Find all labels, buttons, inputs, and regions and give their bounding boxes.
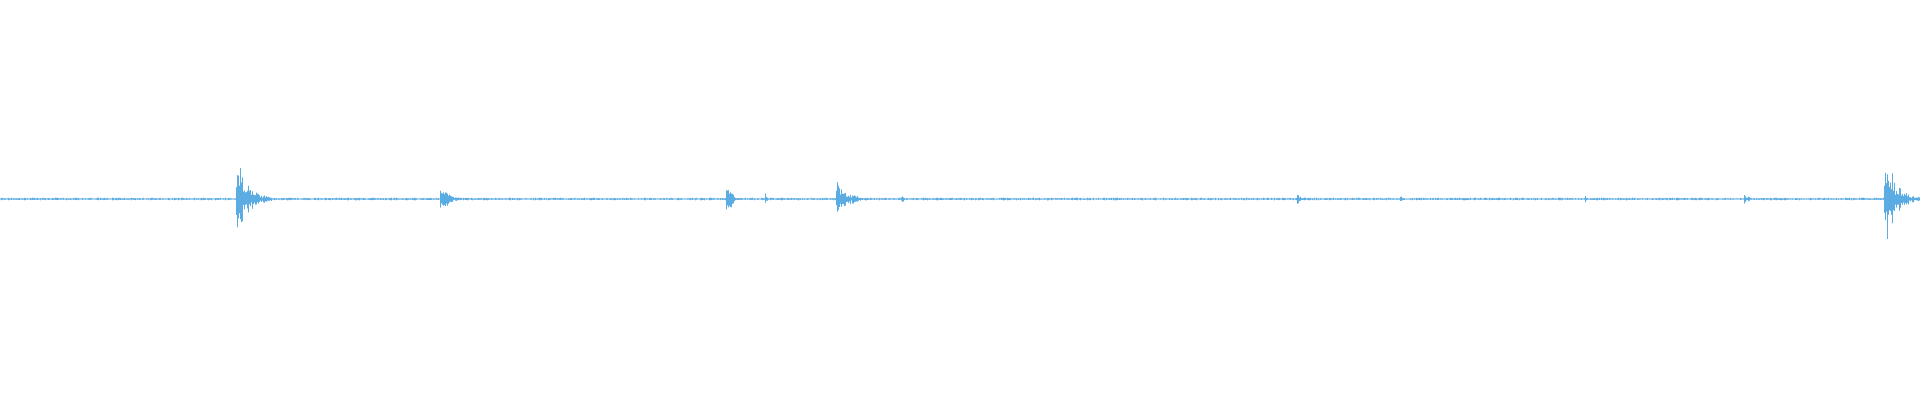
waveform-path	[0, 168, 1920, 239]
